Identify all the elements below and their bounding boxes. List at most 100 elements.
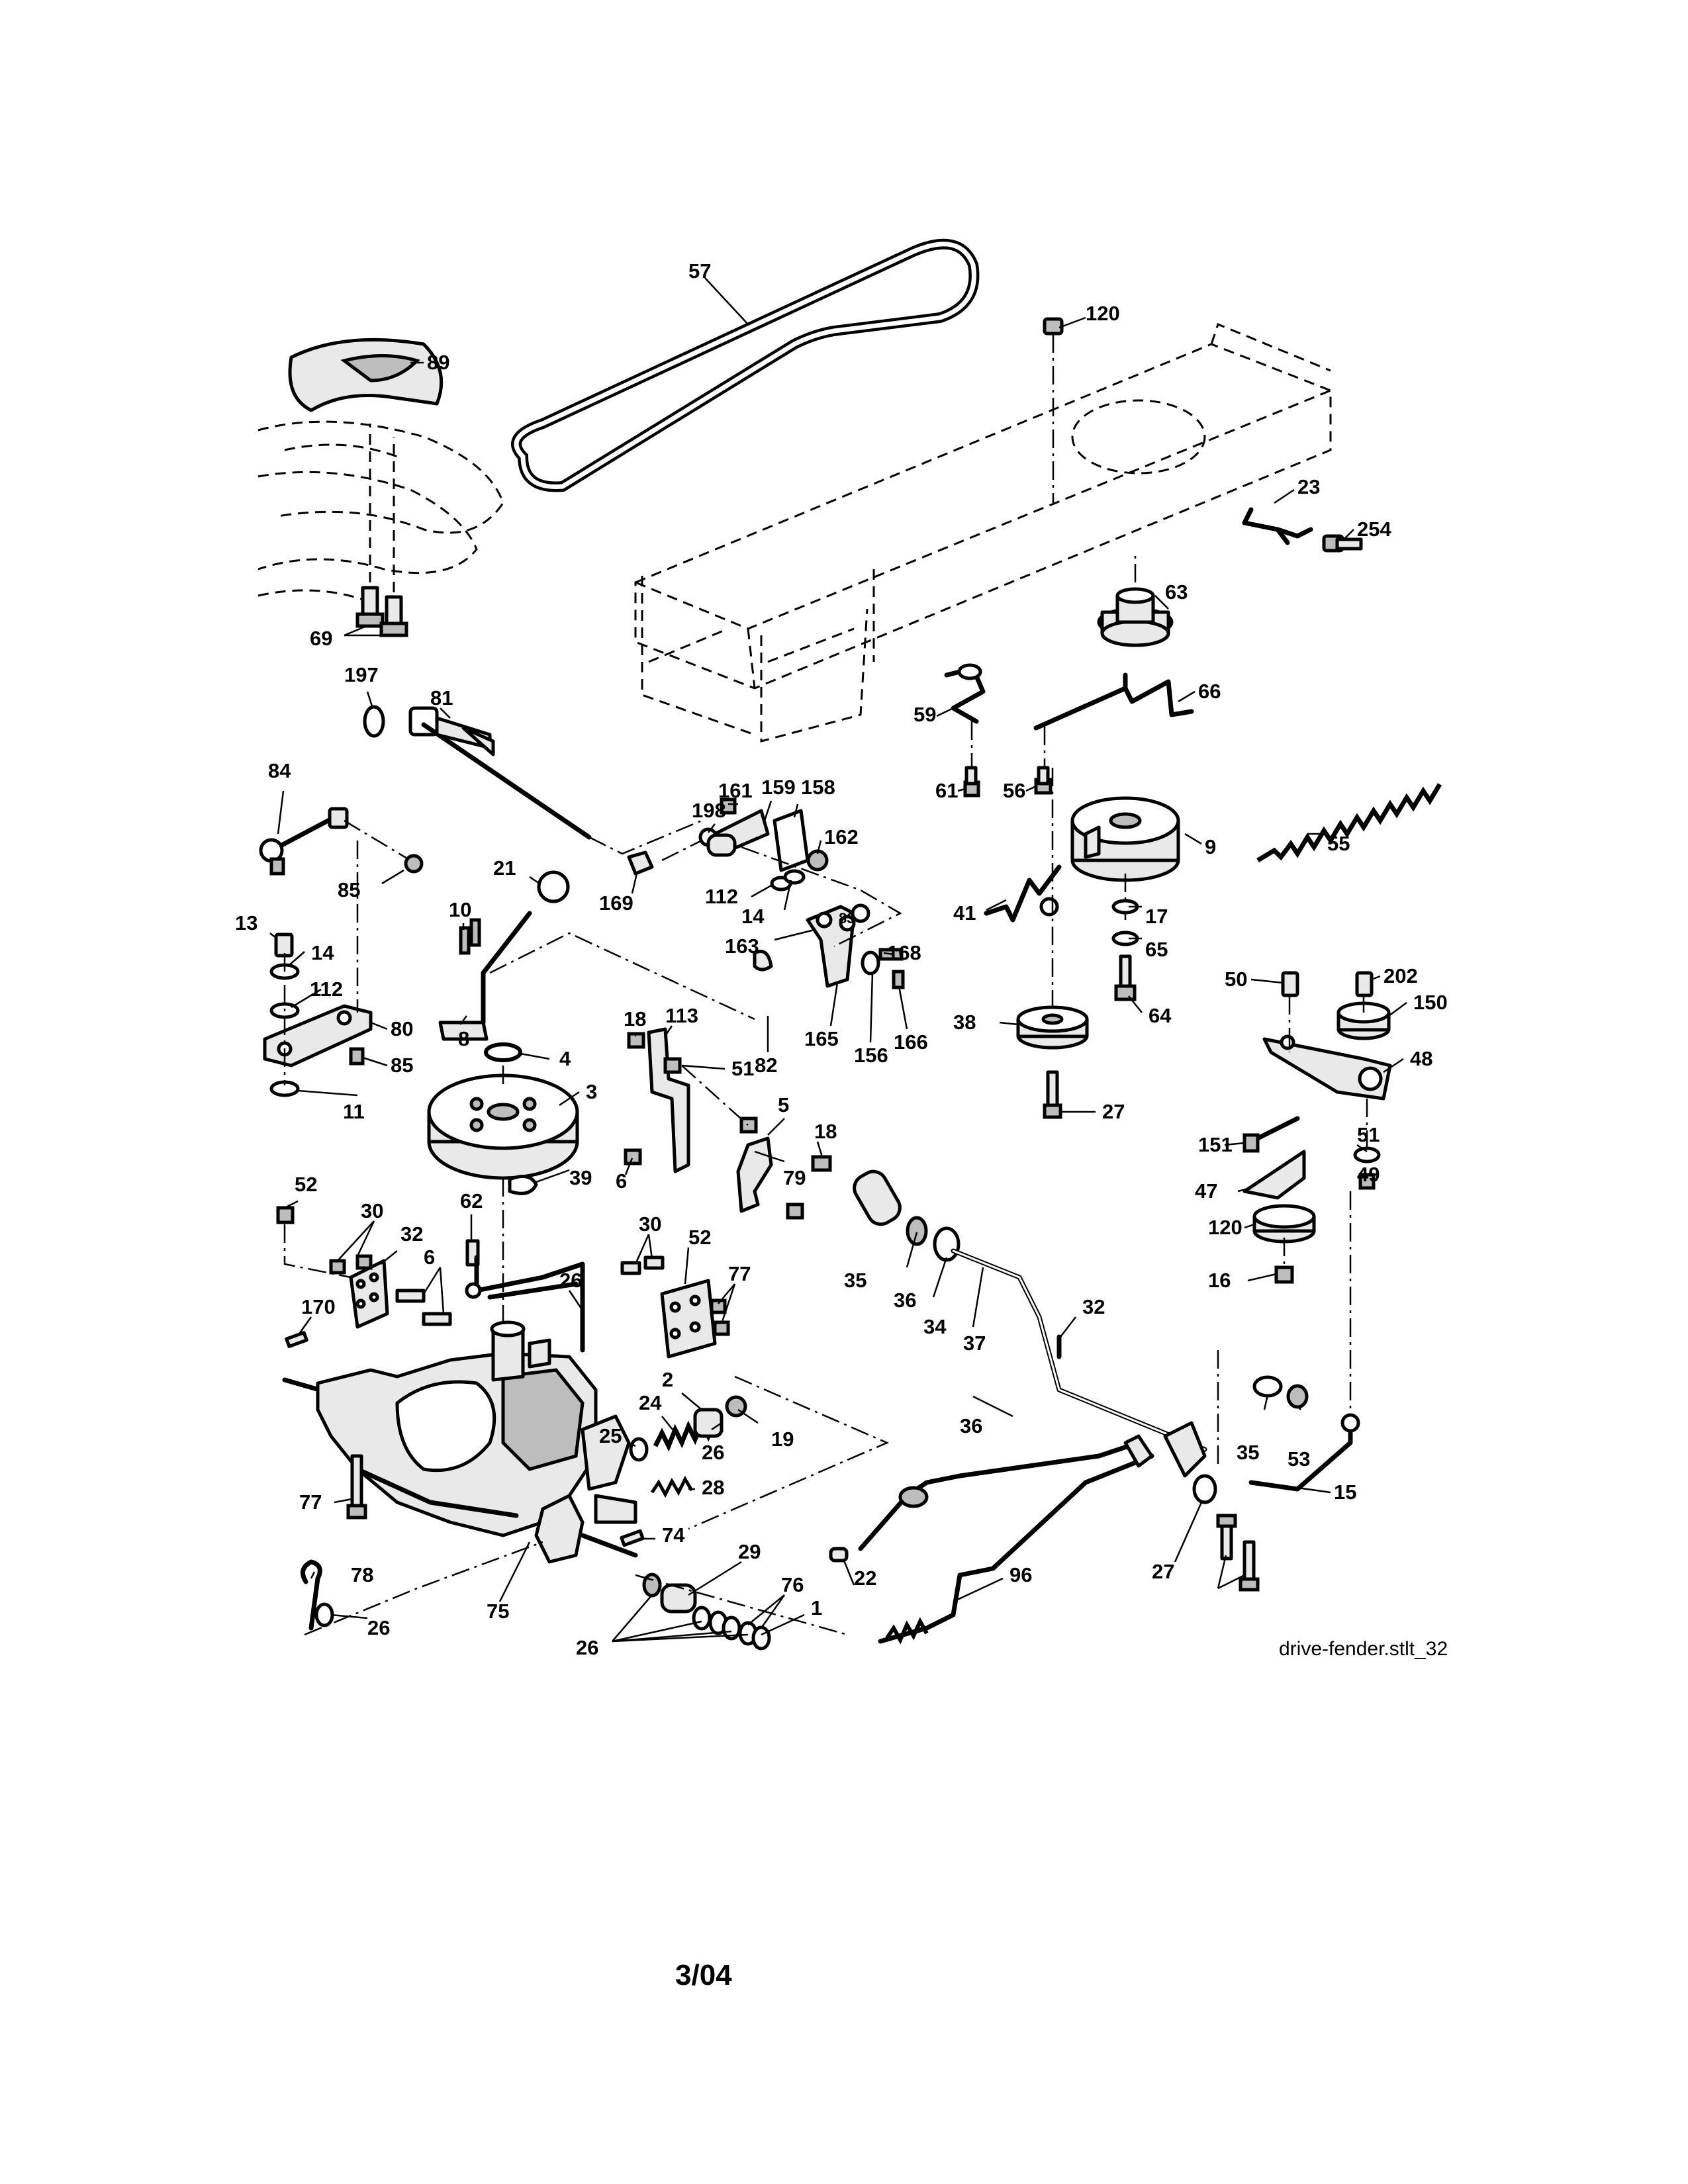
- transmission-pulley-part: [427, 1042, 579, 1370]
- brake-hardware-part: [1192, 1474, 1260, 1592]
- callout-label: 61: [935, 779, 958, 802]
- callout-label: 64: [1149, 1004, 1172, 1027]
- callout-label: 28: [702, 1476, 724, 1499]
- brake-linkage-part: [627, 797, 905, 989]
- callout-label: 76: [781, 1573, 804, 1596]
- callout-label: 78: [351, 1563, 373, 1586]
- callout-label: 56: [1003, 779, 1025, 802]
- drive-belt-part: [511, 238, 980, 492]
- fender-part: [258, 338, 504, 604]
- pto-clutch-part: [1070, 796, 1180, 920]
- callout-label: 161: [718, 779, 753, 802]
- callout-label: 29: [738, 1540, 761, 1563]
- axle-spacer-part: [635, 1572, 848, 1651]
- callout-label: 32: [1082, 1295, 1105, 1318]
- callout-label: 83: [839, 910, 855, 927]
- callout-label: 165: [804, 1027, 839, 1050]
- callout-label: 32: [400, 1222, 423, 1246]
- page-date: 3/04: [675, 1959, 732, 1991]
- callout-label: 26: [367, 1616, 390, 1639]
- callout-label: 52: [295, 1173, 317, 1196]
- callout-label: 197: [344, 663, 379, 686]
- control-shaft-part: [363, 705, 702, 855]
- callout-label: 62: [460, 1189, 483, 1212]
- callout-label: 2: [662, 1368, 673, 1391]
- cruise-rod-part: [829, 1434, 1154, 1645]
- tractor-frame-part: [634, 323, 1332, 743]
- callout-label: 85: [391, 1054, 413, 1077]
- callout-label: 120: [1208, 1216, 1243, 1239]
- callout-label: 18: [624, 1007, 646, 1030]
- tension-spring-part: [1256, 783, 1442, 863]
- callout-label: 3: [586, 1080, 597, 1103]
- callout-label: 112: [705, 885, 738, 908]
- callout-label: 85: [338, 878, 360, 901]
- callout-label: 74: [662, 1524, 685, 1547]
- callout-label: 77: [299, 1490, 322, 1514]
- callout-label: 151: [1198, 1133, 1233, 1156]
- callout-label: 113: [665, 1004, 698, 1027]
- callout-leaders: [269, 277, 1407, 1643]
- callout-label: 66: [1198, 680, 1221, 703]
- callout-label: 81: [430, 686, 453, 709]
- callout-label: 156: [854, 1044, 888, 1067]
- transmission-mount-right-part: [620, 1255, 730, 1359]
- callout-label: 163: [725, 934, 759, 958]
- idler-bracket-part: [1243, 971, 1392, 1423]
- idler-pulley-part: [1097, 556, 1174, 647]
- callout-label: 51: [731, 1057, 754, 1080]
- callout-label: 79: [783, 1166, 806, 1189]
- callout-label: 158: [801, 776, 835, 799]
- fender-bolts: [355, 424, 408, 637]
- callout-label: 65: [1145, 938, 1168, 961]
- callout-label: 50: [1225, 968, 1247, 991]
- callout-label: 159: [761, 776, 796, 799]
- callout-label: 18: [814, 1120, 837, 1143]
- callout-label: 198: [692, 799, 726, 822]
- pin-part: [1242, 507, 1363, 553]
- callout-label: 25: [599, 1424, 622, 1447]
- belt-keeper-part: [1033, 672, 1194, 795]
- callout-label: 17: [1145, 905, 1168, 928]
- callout-label: 6: [424, 1246, 435, 1269]
- callout-label: 36: [894, 1289, 916, 1312]
- shift-shaft-part: [853, 1169, 1207, 1478]
- callout-label: 49: [1357, 1163, 1380, 1186]
- callout-label: 77: [728, 1262, 751, 1285]
- callout-label: 41: [953, 901, 976, 925]
- callout-label: 150: [1413, 991, 1448, 1014]
- callout-label: 34: [923, 1315, 947, 1338]
- callout-label: 53: [1288, 1447, 1310, 1471]
- callout-label: 47: [1195, 1179, 1217, 1203]
- callout-label: 9: [1205, 835, 1216, 858]
- callout-label: 37: [963, 1332, 986, 1355]
- callout-label: 30: [361, 1199, 383, 1222]
- callout-label: 4: [559, 1047, 571, 1070]
- callout-label: 59: [914, 703, 936, 726]
- callout-label: 38: [953, 1011, 976, 1034]
- callout-label: 14: [311, 941, 334, 964]
- callout-label: 52: [688, 1226, 711, 1249]
- engine-pulley-part: [1016, 768, 1089, 1119]
- callout-label: 30: [639, 1212, 661, 1236]
- callout-label: 16: [1208, 1269, 1231, 1292]
- callout-label: 11: [343, 1100, 365, 1123]
- callout-label: 14: [741, 905, 765, 928]
- callout-label: 21: [493, 856, 516, 880]
- callout-label: 75: [487, 1600, 509, 1623]
- callout-label: 162: [824, 825, 859, 848]
- lift-lever-part: [438, 870, 755, 1041]
- callout-label: 6: [616, 1169, 627, 1193]
- brake-rod-part: [1217, 1350, 1360, 1492]
- callout-labels: 57 120 89 23 254 63 69 197 81 66 59 61 5…: [235, 259, 1448, 1659]
- callout-label: 51: [1357, 1123, 1380, 1146]
- callout-label: 202: [1383, 964, 1418, 987]
- callout-label: 22: [854, 1567, 876, 1590]
- callout-label: 26: [559, 1269, 582, 1292]
- callout-label: 39: [569, 1166, 592, 1189]
- callout-label: 36: [960, 1414, 982, 1437]
- callout-label: 82: [755, 1054, 777, 1077]
- callout-label: 8: [458, 1027, 469, 1050]
- callout-label: 55: [1327, 832, 1350, 855]
